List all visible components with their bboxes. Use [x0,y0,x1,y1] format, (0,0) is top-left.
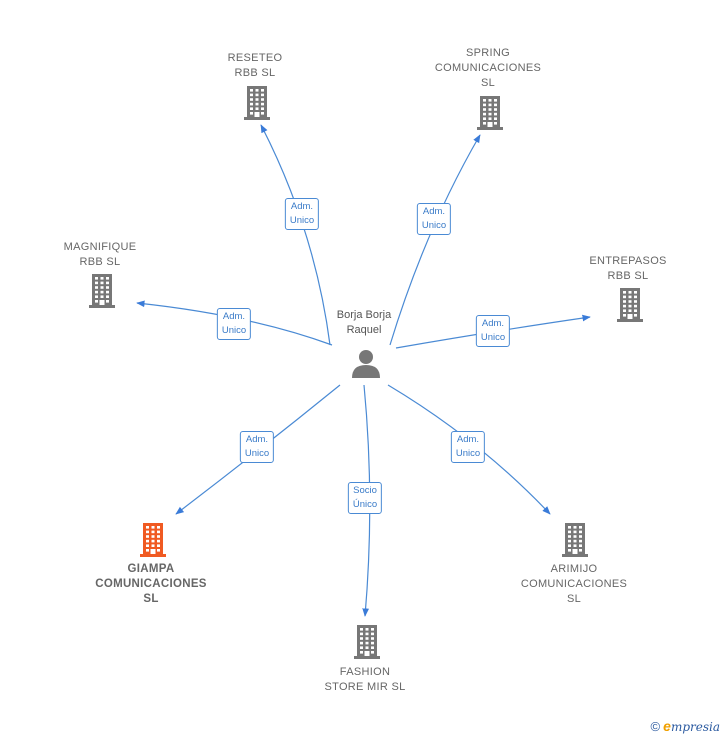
edge-role-line: Socio [353,485,377,496]
edge-role-line: Adm. [245,434,269,445]
company-label-line: ENTREPASOS [589,255,667,267]
edge-role-line: Adm. [481,318,505,329]
edge-role-line: Unico [455,448,481,459]
edge-role-label-reseteo: Adm. Unico [284,198,320,230]
edge-role-line: Adm. [222,311,246,322]
company-label-line: RESETEO [227,52,283,64]
company-label-line: RBB SL [234,67,276,79]
company-label-entrepasos[interactable]: ENTREPASOS RBB SL [589,254,666,284]
brand-logo-initial: e [663,718,671,734]
edge-role-line: Unico [421,220,447,231]
edge-role-line: Unico [221,325,247,336]
edge-role-line: Adm. [422,206,446,217]
edge-role-label-arimijo: Adm. Unico [450,431,486,463]
company-label-line: COMUNICACIONES [95,578,207,590]
brand-logo-text: mpresia [670,720,720,734]
building-icon-arimijo[interactable] [562,523,588,557]
building-icon-reseteo[interactable] [244,86,270,120]
building-icon-magnifique[interactable] [89,274,115,308]
copyright-icon: © [650,719,661,734]
company-label-line: SL [480,77,496,89]
company-label-arimijo[interactable]: ARIMIJO COMUNICACIONES SL [521,562,627,607]
edge-role-label-spring: Adm. Unico [416,203,452,235]
company-label-line: SL [143,593,159,605]
edge-role-line: Unico [289,215,315,226]
company-label-line: COMUNICACIONES [520,578,628,590]
company-label-reseteo[interactable]: RESETEO RBB SL [228,51,283,81]
edge-role-label-magnifique: Adm. Unico [216,308,252,340]
company-label-magnifique[interactable]: MAGNIFIQUE RBB SL [64,240,137,270]
building-icon-fashion[interactable] [354,625,380,659]
company-label-line: ARIMIJO [550,563,598,575]
edge-role-line: Unico [244,448,270,459]
company-label-line: SL [566,593,582,605]
edge-role-label-entrepasos: Adm. Unico [475,315,511,347]
company-label-line: SPRING [466,47,510,59]
company-label-giampa[interactable]: GIAMPA COMUNICACIONES SL [95,562,207,607]
company-label-fashion[interactable]: FASHION STORE MIR SL [324,665,405,695]
edge-role-line: Adm. [456,434,480,445]
person-icon[interactable] [352,350,380,378]
center-person-label[interactable]: Borja Borja Raquel [337,308,391,338]
center-name-line-1: Borja Borja [336,309,392,321]
building-icon-entrepasos[interactable] [617,288,643,322]
edge-role-line: Adm. [290,201,314,212]
company-label-line: RBB SL [607,270,649,282]
footer-brand[interactable]: ©empresia [651,718,720,734]
company-label-line: COMUNICACIONES [434,62,542,74]
edge-reseteo [260,124,331,346]
company-label-line: RBB SL [79,256,121,268]
company-label-spring[interactable]: SPRING COMUNICACIONES SL [435,46,541,91]
company-label-line: GIAMPA [127,563,175,575]
center-name-line-2: Raquel [346,324,382,336]
edge-role-line: Único [352,499,378,510]
company-label-line: FASHION [339,666,391,678]
building-icon-giampa[interactable] [140,523,166,557]
edge-role-line: Unico [480,332,506,343]
building-icon-spring[interactable] [477,96,503,130]
edge-spring [389,134,481,346]
company-label-line: MAGNIFIQUE [63,241,137,253]
company-label-line: STORE MIR SL [324,681,406,693]
edge-role-label-giampa: Adm. Unico [239,431,275,463]
